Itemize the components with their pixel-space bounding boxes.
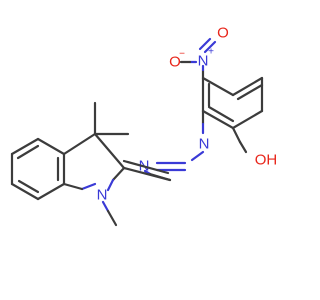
nitro-oxygen-left-label: O: [169, 54, 181, 71]
molecule-structure: N + O O − OH N N: [10, 25, 278, 227]
indoline-nitrogen-label: N: [97, 187, 108, 204]
nitro-nitrogen-charge: +: [208, 47, 214, 58]
azo-linker: N N: [139, 109, 210, 182]
nitro-group: N + O O −: [169, 25, 229, 80]
nitro-nitrogen-label: N: [198, 53, 209, 70]
phenol-ring: [201, 76, 264, 130]
indoline-unit: N: [10, 101, 172, 227]
nitro-oxygen-charge: −: [179, 49, 185, 60]
nitro-oxygen-top-label: O: [217, 25, 229, 42]
hydroxyl-label: OH: [255, 152, 278, 169]
azo-nitrogen-right-label: N: [199, 136, 210, 153]
hydroxyl-group: OH: [231, 126, 278, 169]
